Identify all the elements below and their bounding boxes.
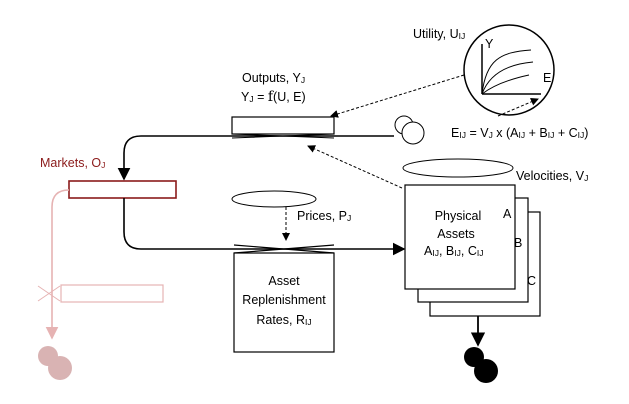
assets-line3: AIJ, BIJ, CIJ	[424, 244, 484, 258]
assets-to-outputs-arrow	[307, 145, 403, 189]
outputs-label: Outputs, YJ	[242, 71, 305, 85]
utility-x-label: E	[543, 71, 551, 85]
output-source-cloud	[394, 115, 425, 145]
outputs-formula: YJ = f(U, E)	[241, 89, 306, 105]
asset-equation: EIJ = VJ x (AIJ + BIJ + CIJ)	[451, 126, 588, 140]
market-flow-pipe	[123, 198, 406, 256]
assets-line1: Physical	[435, 209, 482, 223]
outputs-valve	[231, 116, 335, 139]
utility-curve-2	[481, 61, 534, 95]
asset-layer-b-label: B	[514, 236, 522, 250]
replenishment-line3: Rates, RIJ	[256, 313, 311, 327]
utility-panel: Y E	[463, 24, 555, 116]
prices-label: Prices, PJ	[297, 209, 351, 223]
faded-sink-cloud	[38, 346, 72, 380]
replenishment-box	[233, 252, 335, 353]
faded-valve	[37, 284, 164, 303]
utility-curve-3	[481, 74, 530, 95]
replenishment-valve	[233, 244, 335, 254]
velocities-ellipse	[402, 158, 514, 178]
velocities-label: Velocities, VJ	[516, 169, 588, 183]
prices-ellipse	[231, 190, 317, 208]
utility-y-label: Y	[485, 37, 494, 51]
utility-circle	[463, 24, 555, 116]
asset-layer-a	[404, 184, 516, 290]
equation-to-utility-arrow	[497, 98, 539, 117]
asset-layer-a-label: A	[503, 207, 512, 221]
markets-box	[68, 180, 177, 199]
replenishment-line1: Asset	[268, 274, 300, 288]
top-flow-pipe	[117, 135, 394, 181]
utility-curve-1	[481, 49, 532, 95]
assets-line2: Assets	[437, 227, 475, 241]
utility-to-outputs-arrow	[330, 74, 465, 118]
faded-flow-pipe	[45, 189, 70, 340]
asset-sink-cloud	[464, 347, 498, 383]
asset-layer-c-label: C	[527, 274, 536, 288]
markets-label: Markets, OJ	[40, 156, 105, 170]
utility-title: Utility, UIJ	[413, 27, 465, 41]
replenishment-line2: Replenishment	[242, 293, 326, 307]
